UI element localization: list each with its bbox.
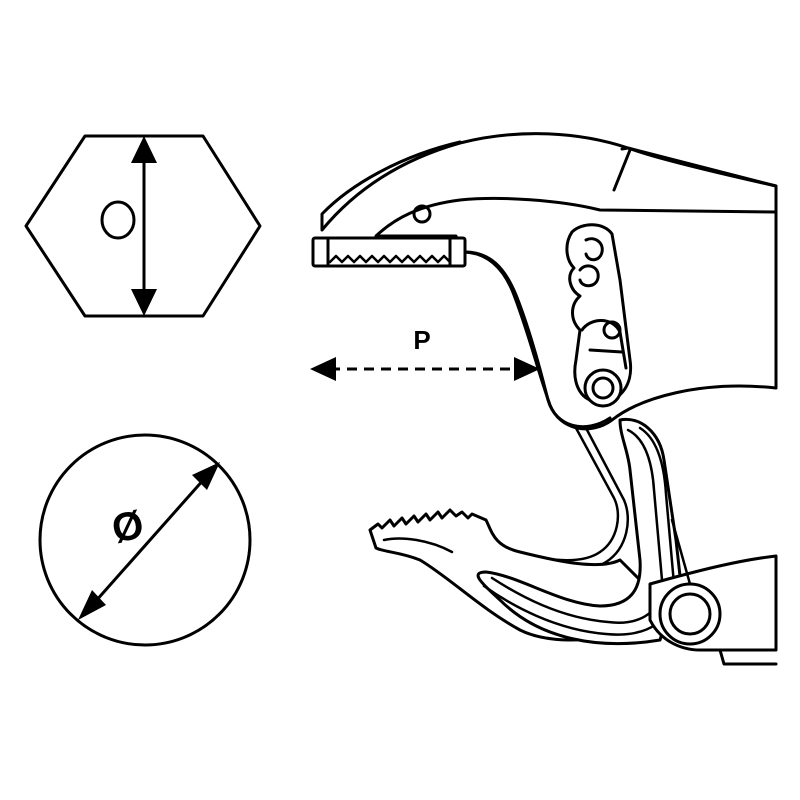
pliers-lower-jaw — [368, 417, 778, 666]
opening-label: P — [413, 325, 430, 355]
diameter-line — [93, 476, 207, 604]
diameter-symbol-label: Ø — [109, 503, 147, 552]
adjustment-slot — [565, 223, 633, 404]
jaw-tip-edge — [320, 140, 462, 232]
lower-handle-channel — [476, 417, 682, 646]
lever-pivot-icon — [602, 320, 622, 340]
arrowhead-lower-left-icon — [78, 590, 106, 620]
main-pivot-inner — [668, 592, 712, 636]
upper-jaw-neck — [463, 250, 612, 429]
lever-bar — [588, 348, 624, 354]
round-stock-outline — [38, 433, 252, 647]
lower-handle-outer-rail — [482, 426, 676, 636]
lower-jaw-inner-curve — [382, 537, 454, 554]
lower-pivot-outer — [583, 368, 623, 408]
arrowhead-up-icon — [131, 136, 157, 163]
jaw-teeth-upper — [328, 254, 452, 264]
pliers-upper-jaw — [311, 132, 778, 431]
arrowhead-upper-right-icon — [192, 462, 220, 490]
handle-seam-line — [612, 148, 632, 192]
release-link — [670, 518, 692, 586]
upper-jaw-outline — [320, 132, 778, 431]
arrowhead-left-icon — [310, 357, 336, 381]
arrowhead-down-icon — [131, 289, 157, 316]
lower-pivot-inner — [591, 376, 615, 400]
slot-notch-1 — [584, 237, 604, 262]
round-stock-icon: Ø — [38, 433, 252, 647]
jaw-rivet-small — [412, 204, 432, 224]
arrowhead-right-icon — [514, 357, 540, 381]
opening-dimension: P — [310, 325, 540, 381]
slot-notch-2 — [578, 264, 600, 288]
hexagon-outline — [24, 134, 262, 318]
release-spring-wire-inner — [498, 426, 630, 572]
lower-handle-end — [718, 648, 778, 666]
hexagon-center-hole — [100, 200, 136, 240]
lower-handle-inner-rail — [490, 428, 664, 624]
hexagon-stock-icon — [24, 134, 262, 318]
